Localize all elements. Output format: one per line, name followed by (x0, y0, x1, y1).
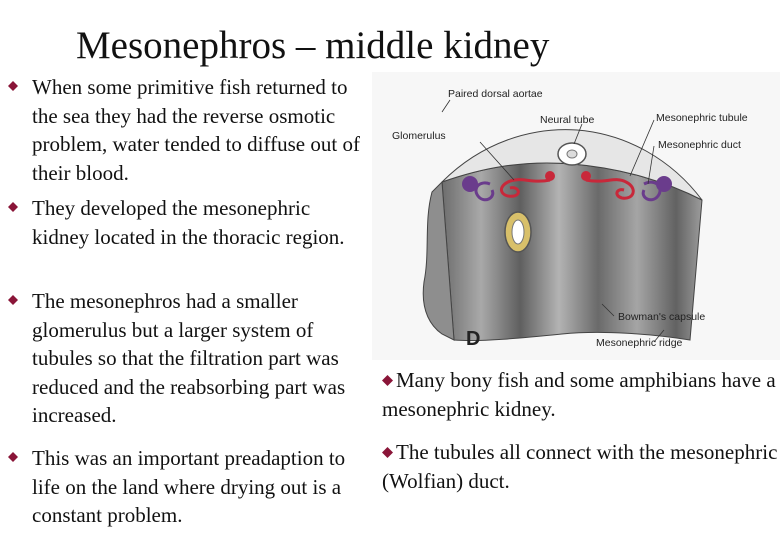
label-mesonephric-tubule: Mesonephric tubule (656, 112, 748, 124)
diamond-bullet-icon (382, 447, 393, 458)
mesonephros-diagram: Paired dorsal aortae Neural tube Mesonep… (372, 72, 780, 360)
bullet-item: This was an important preadaption to lif… (8, 444, 377, 530)
slide-title: Mesonephros – middle kidney (76, 24, 550, 67)
bullet-item: When some primitive fish returned to the… (8, 73, 372, 187)
label-neural-tube: Neural tube (540, 114, 595, 126)
label-mesonephric-ridge: Mesonephric ridge (596, 337, 683, 349)
label-paired-dorsal-aortae: Paired dorsal aortae (448, 88, 543, 100)
side-note: Many bony fish and some amphibians have … (382, 366, 778, 423)
diamond-bullet-icon (8, 81, 18, 91)
label-bowmans-capsule: Bowman's capsule (618, 311, 706, 323)
bullet-text: The mesonephros had a smaller glomerulus… (32, 289, 346, 427)
side-note-text: Many bony fish and some amphibians have … (382, 368, 776, 421)
bullet-item: They developed the mesonephric kidney lo… (8, 194, 362, 251)
diamond-bullet-icon (8, 295, 18, 305)
bullet-item: The mesonephros had a smaller glomerulus… (8, 287, 367, 430)
bullet-text: They developed the mesonephric kidney lo… (32, 196, 345, 249)
label-glomerulus: Glomerulus (392, 130, 446, 142)
side-note-text: The tubules all connect with the mesonep… (382, 440, 778, 493)
bullet-text: When some primitive fish returned to the… (32, 75, 360, 185)
label-mesonephric-duct: Mesonephric duct (658, 139, 741, 151)
kidney-cross-section-illustration (372, 72, 780, 360)
bullet-text: This was an important preadaption to lif… (32, 446, 346, 527)
figure-letter: D (466, 328, 481, 350)
diamond-bullet-icon (8, 202, 18, 212)
side-note: The tubules all connect with the mesonep… (382, 438, 778, 495)
diamond-bullet-icon (8, 452, 18, 462)
diamond-bullet-icon (382, 375, 393, 386)
